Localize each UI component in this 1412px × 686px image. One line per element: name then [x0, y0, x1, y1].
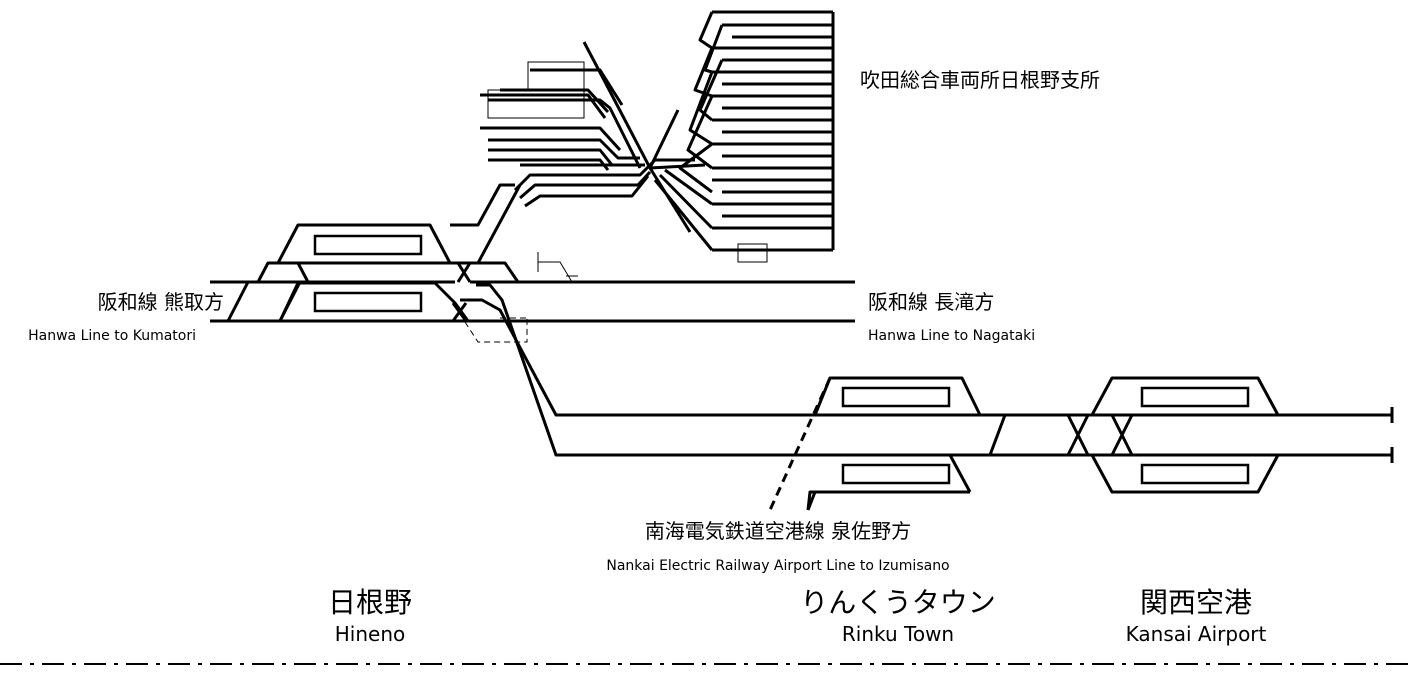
- hineno-left-diagonal-2: [256, 261, 520, 283]
- dashed-links: [464, 317, 832, 511]
- kix-platform-2: [1140, 463, 1250, 485]
- kumatori-label-jp: 阪和線 熊取方: [98, 290, 224, 314]
- depot-building-2: [487, 89, 585, 119]
- nankai-connector: [806, 490, 970, 511]
- station-name-jp: りんくうタウン: [800, 586, 995, 619]
- rinku-top-loop: [813, 376, 982, 416]
- depot-label: 吹田総合車両所日根野支所: [860, 68, 1100, 92]
- platforms: [313, 234, 1250, 485]
- hineno-x-crossover-2: [451, 302, 468, 322]
- depot-right-fan-tracks: [712, 10, 835, 252]
- track-lines: [210, 10, 1394, 511]
- hineno-top-loop: [276, 223, 452, 264]
- nankai-label-en: Nankai Electric Railway Airport Line to …: [606, 558, 949, 574]
- station-name-jp: 日根野: [328, 586, 412, 619]
- depot-lead-tracks: [513, 158, 695, 208]
- depot-facilities: [487, 61, 768, 283]
- kix-x-crossovers: [1066, 414, 1134, 456]
- nagataki-label-jp: 阪和線 長滝方: [868, 290, 994, 314]
- hineno-lower-loop: [278, 281, 470, 322]
- depot-building-1: [527, 61, 585, 91]
- rinku-platform-2: [841, 463, 951, 485]
- rinku-platform-1: [841, 386, 951, 408]
- kix-platform-1: [1140, 386, 1250, 408]
- nagataki-label-en: Hanwa Line to Nagataki: [868, 328, 1035, 344]
- depot-fan-diagonals: [648, 11, 724, 251]
- depot-building-3: [737, 243, 768, 263]
- hineno-platform-2: [313, 291, 423, 313]
- station-name-en: Rinku Town: [842, 622, 954, 646]
- labels: 吹田総合車両所日根野支所 阪和線 熊取方 Hanwa Line to Kumat…: [28, 68, 1266, 646]
- kix-bottom-loop: [1090, 454, 1280, 494]
- airport-line-upper-track: [460, 298, 1392, 417]
- hineno-left-diagonal-1: [226, 281, 250, 322]
- siding-stub: [537, 252, 578, 283]
- airport-dashed-siding: [464, 317, 528, 343]
- hineno-to-depot-link: [450, 183, 522, 264]
- rinku-bottom-loop: [948, 454, 972, 493]
- nankai-label-jp: 南海電気鉄道空港線 泉佐野方: [645, 519, 911, 543]
- hineno-platform-1: [313, 234, 423, 256]
- rinku-bottom-loop-edge: [806, 414, 1007, 511]
- station-name-jp: 関西空港: [1140, 586, 1252, 619]
- nankai-dashed-connector: [768, 377, 832, 511]
- station-name-en: Hineno: [335, 622, 406, 646]
- depot-left-sidings: [480, 41, 652, 171]
- kumatori-label-en: Hanwa Line to Kumatori: [28, 328, 196, 344]
- station-name-en: Kansai Airport: [1126, 622, 1267, 646]
- hineno-x-crossover-1: [456, 262, 472, 283]
- kix-top-loop: [1090, 376, 1280, 416]
